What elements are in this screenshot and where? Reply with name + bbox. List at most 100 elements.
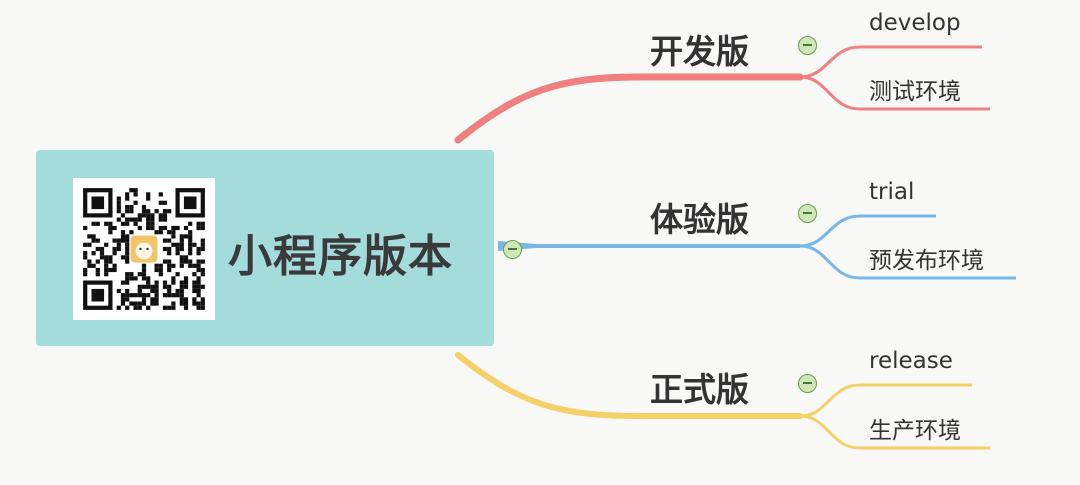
qr-module [158,225,163,231]
qr-module [188,234,193,239]
qr-module [171,276,176,281]
leaf-label[interactable]: 生产环境 [869,418,961,444]
qr-module [112,251,117,256]
qr-module [95,267,100,273]
qr-module [179,293,184,298]
qr-module [83,255,88,260]
qr-module [162,293,168,298]
qr-module [196,267,201,273]
qr-module [150,297,155,302]
qr-module [146,217,151,222]
qr-module [179,297,184,302]
connector-leaf-1-0 [799,214,936,248]
qr-module [179,255,184,260]
qr-module [150,221,155,226]
qr-module [175,251,180,256]
qr-module [141,213,147,218]
qr-module [133,192,138,197]
qr-module [95,259,100,264]
qr-module [167,284,172,289]
qr-module [192,242,197,247]
qr-code-icon [73,178,215,320]
qr-module [154,284,159,289]
branch-label-release[interactable]: 正式版 [650,370,749,409]
qr-module [200,305,205,310]
qr-module [175,288,180,294]
qr-module [167,209,172,214]
qr-module [137,272,142,277]
qr-module [129,276,134,281]
qr-module [183,297,189,302]
qr-module [200,267,205,273]
qr-module [146,192,151,197]
qr-module [108,221,113,226]
qr-module [125,276,130,281]
qr-module [196,280,201,285]
qr-module [196,305,201,310]
qr-module [141,284,147,289]
connector-branch-0 [454,73,804,144]
qr-module [179,301,184,306]
qr-module [200,246,205,252]
branch-collapse-icon[interactable] [798,204,817,223]
qr-module [116,246,121,252]
qr-module [116,204,121,210]
connector-leaf-0-1 [799,75,990,111]
qr-module [158,267,163,273]
branch-collapse-icon[interactable] [798,36,817,55]
qr-module [141,293,147,298]
qr-module [129,272,134,277]
qr-module [91,234,96,239]
qr-module [104,259,109,264]
qr-logo-face [135,242,153,260]
qr-module [141,297,147,302]
qr-module [133,305,138,310]
leaf-label[interactable]: trial [869,179,915,205]
qr-module [171,293,176,298]
qr-module [150,225,155,231]
leaf-label[interactable]: release [869,348,953,374]
root-collapse-icon[interactable] [503,240,522,259]
qr-module [200,238,205,243]
qr-module [87,259,92,264]
qr-module [162,213,168,218]
leaf-label[interactable]: 测试环境 [869,79,961,105]
branch-label-trial[interactable]: 体验版 [650,200,749,239]
qr-module [87,242,92,247]
qr-module [125,246,130,252]
qr-module [183,259,189,264]
qr-module [112,238,117,243]
qr-module [183,305,189,310]
qr-module [188,230,193,235]
qr-module [146,284,151,289]
qr-module [179,242,184,247]
branch-collapse-icon[interactable] [798,374,817,393]
qr-module [200,221,205,226]
qr-module [192,272,197,277]
qr-module [125,196,130,201]
qr-module [183,255,189,260]
qr-module [158,230,163,235]
qr-module [125,259,130,264]
qr-module [141,272,147,277]
qr-module [146,280,151,285]
qr-module [196,225,201,231]
qr-module [171,234,176,239]
qr-module [104,267,109,273]
leaf-label[interactable]: develop [869,10,961,36]
qr-module [141,209,147,214]
qr-module [179,259,184,264]
qr-finder-inner [183,196,197,210]
qr-module [183,225,189,231]
qr-module [83,272,88,277]
branch-label-develop[interactable]: 开发版 [650,32,749,71]
qr-module [179,284,184,289]
connector-branch-2 [455,352,803,419]
qr-module [150,284,155,289]
qr-module [188,251,193,256]
leaf-label[interactable]: 预发布环境 [869,248,984,274]
qr-module [125,251,130,256]
qr-module [125,209,130,214]
qr-module [188,263,193,268]
